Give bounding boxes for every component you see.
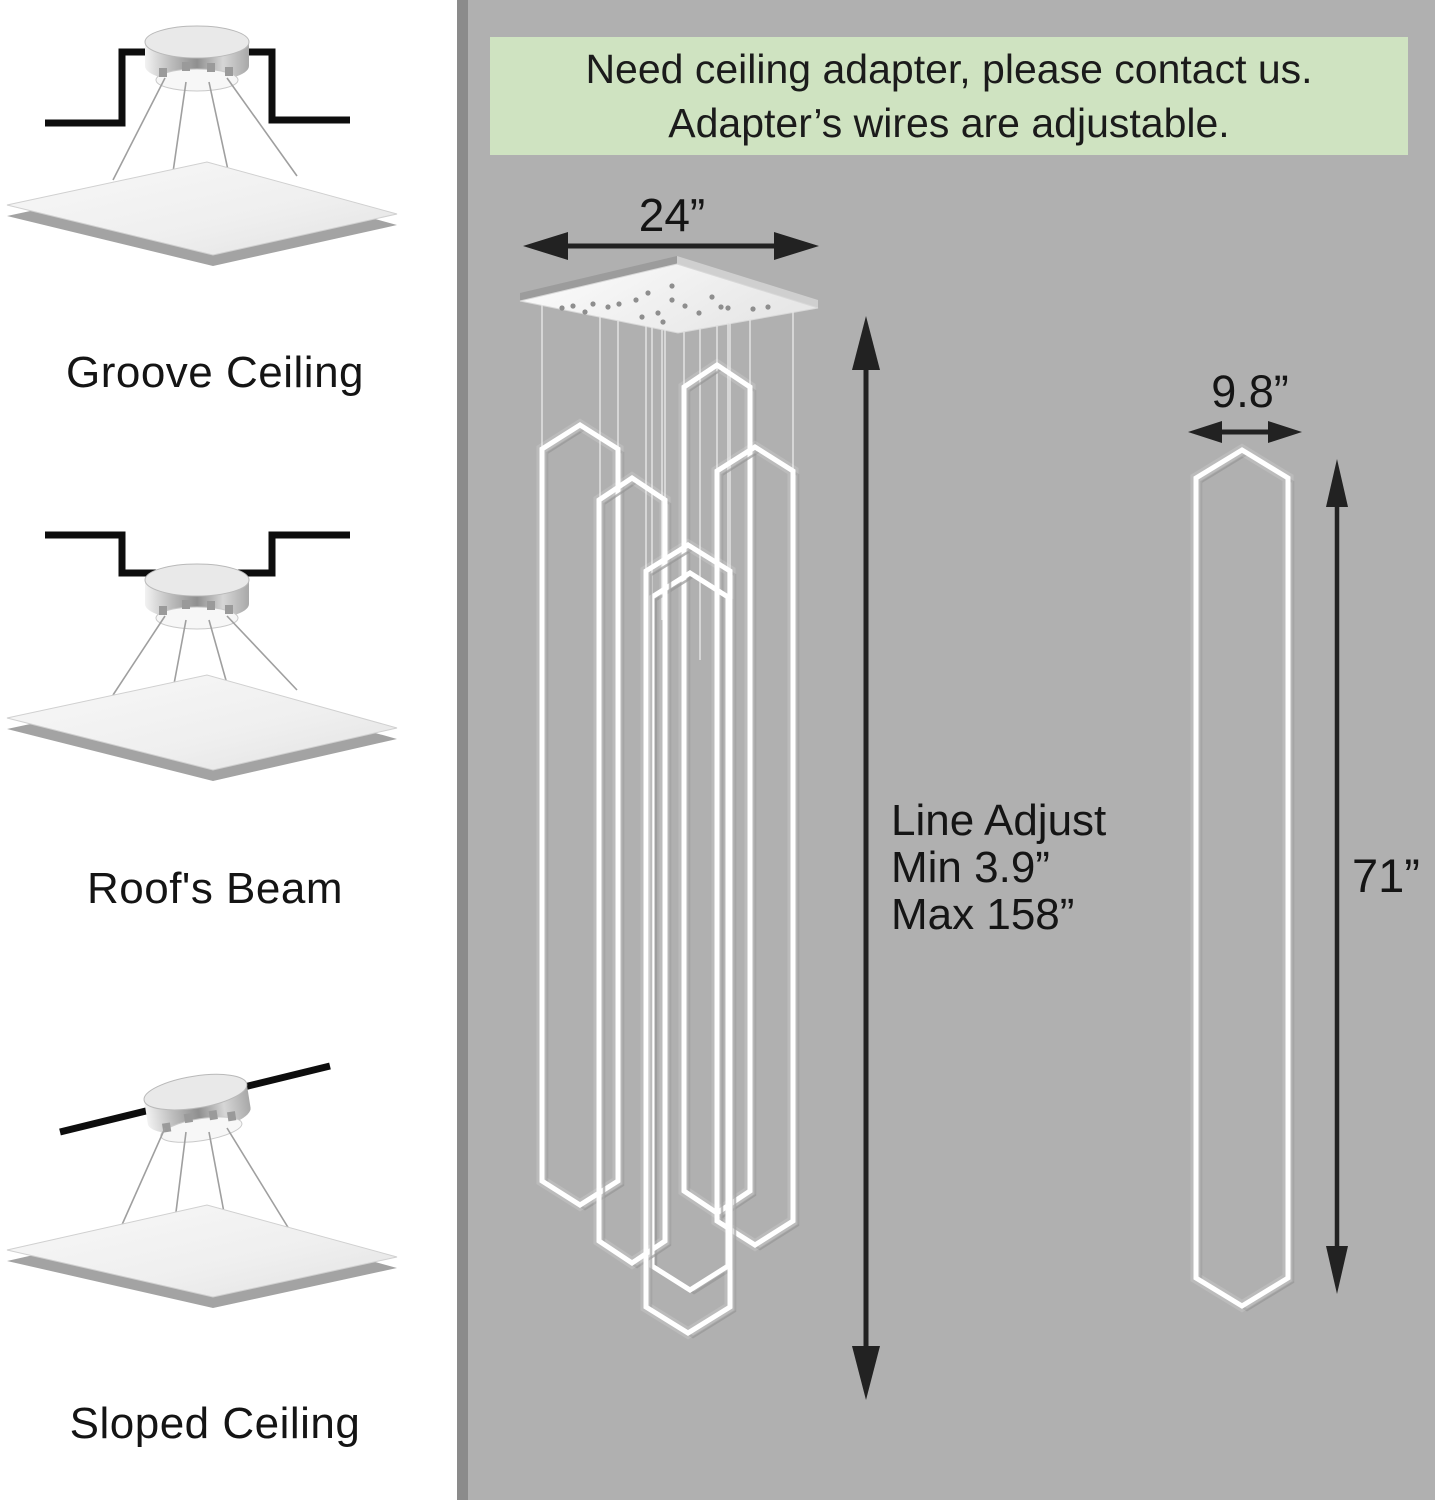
pendant-ring [536, 418, 625, 1212]
arrow-up-icon [1326, 459, 1348, 507]
canopy-width-value: 24” [639, 189, 705, 241]
canopy-width-dimension: 24” [523, 189, 819, 260]
single-pendant-ring [1190, 443, 1295, 1313]
mount-label-roofs-beam: Roof's Beam [86, 864, 343, 913]
pendant-width-dimension: 9.8” [1188, 366, 1302, 443]
arrow-left-icon [1188, 421, 1222, 443]
mounting-options-panel: Groove Ceiling Roof's Beam Sloped Ceilin… [0, 0, 457, 1500]
line-adjust-min: Min 3.9” [891, 843, 1050, 892]
arrow-right-icon [1268, 421, 1302, 443]
panel-divider [457, 0, 468, 1500]
light-panel-icon [6, 161, 398, 266]
canopy-holes [559, 283, 771, 325]
light-panel-icon [6, 674, 398, 781]
adapter-notice-banner: Need ceiling adapter, please contact us.… [490, 37, 1408, 155]
chandelier-diagram-svg: 24” [519, 189, 1420, 1400]
groove-ceiling-figure [6, 25, 398, 266]
arrow-right-icon [774, 232, 819, 260]
banner-line-2: Adapter’s wires are adjustable. [668, 100, 1230, 146]
light-panel-icon [6, 1204, 398, 1308]
arrow-down-icon [1326, 1246, 1348, 1294]
dimensions-panel [468, 0, 1435, 1500]
arrow-left-icon [523, 232, 568, 260]
canopy-icon [144, 563, 250, 630]
pendant-ring [640, 538, 737, 1340]
mount-label-sloped-ceiling: Sloped Ceiling [69, 1399, 361, 1448]
pendant-height-dimension: 71” [1326, 459, 1420, 1294]
canopy-icon [144, 25, 250, 92]
ceiling-canopy-plate [519, 256, 819, 334]
canopy-icon [143, 1073, 251, 1143]
roofs-beam-figure [6, 531, 398, 781]
line-adjust-title: Line Adjust [891, 796, 1106, 845]
arrow-down-icon [852, 1346, 880, 1400]
pendant-width-value: 9.8” [1211, 366, 1289, 417]
mounting-figures-svg [6, 25, 398, 1308]
mount-label-groove-ceiling: Groove Ceiling [65, 348, 365, 397]
line-adjust-max: Max 158” [891, 890, 1074, 939]
line-adjust-dimension: Line Adjust Min 3.9” Max 158” [852, 316, 1106, 1400]
pendant-ring [593, 471, 672, 1270]
arrow-up-icon [852, 316, 880, 370]
suspension-wires-icon [541, 305, 794, 660]
banner-line-1: Need ceiling adapter, please contact us. [585, 46, 1313, 92]
sloped-ceiling-figure [6, 1062, 398, 1308]
pendant-ring [711, 440, 800, 1252]
suspension-wires-icon [112, 77, 298, 187]
pendant-height-value: 71” [1352, 849, 1420, 902]
